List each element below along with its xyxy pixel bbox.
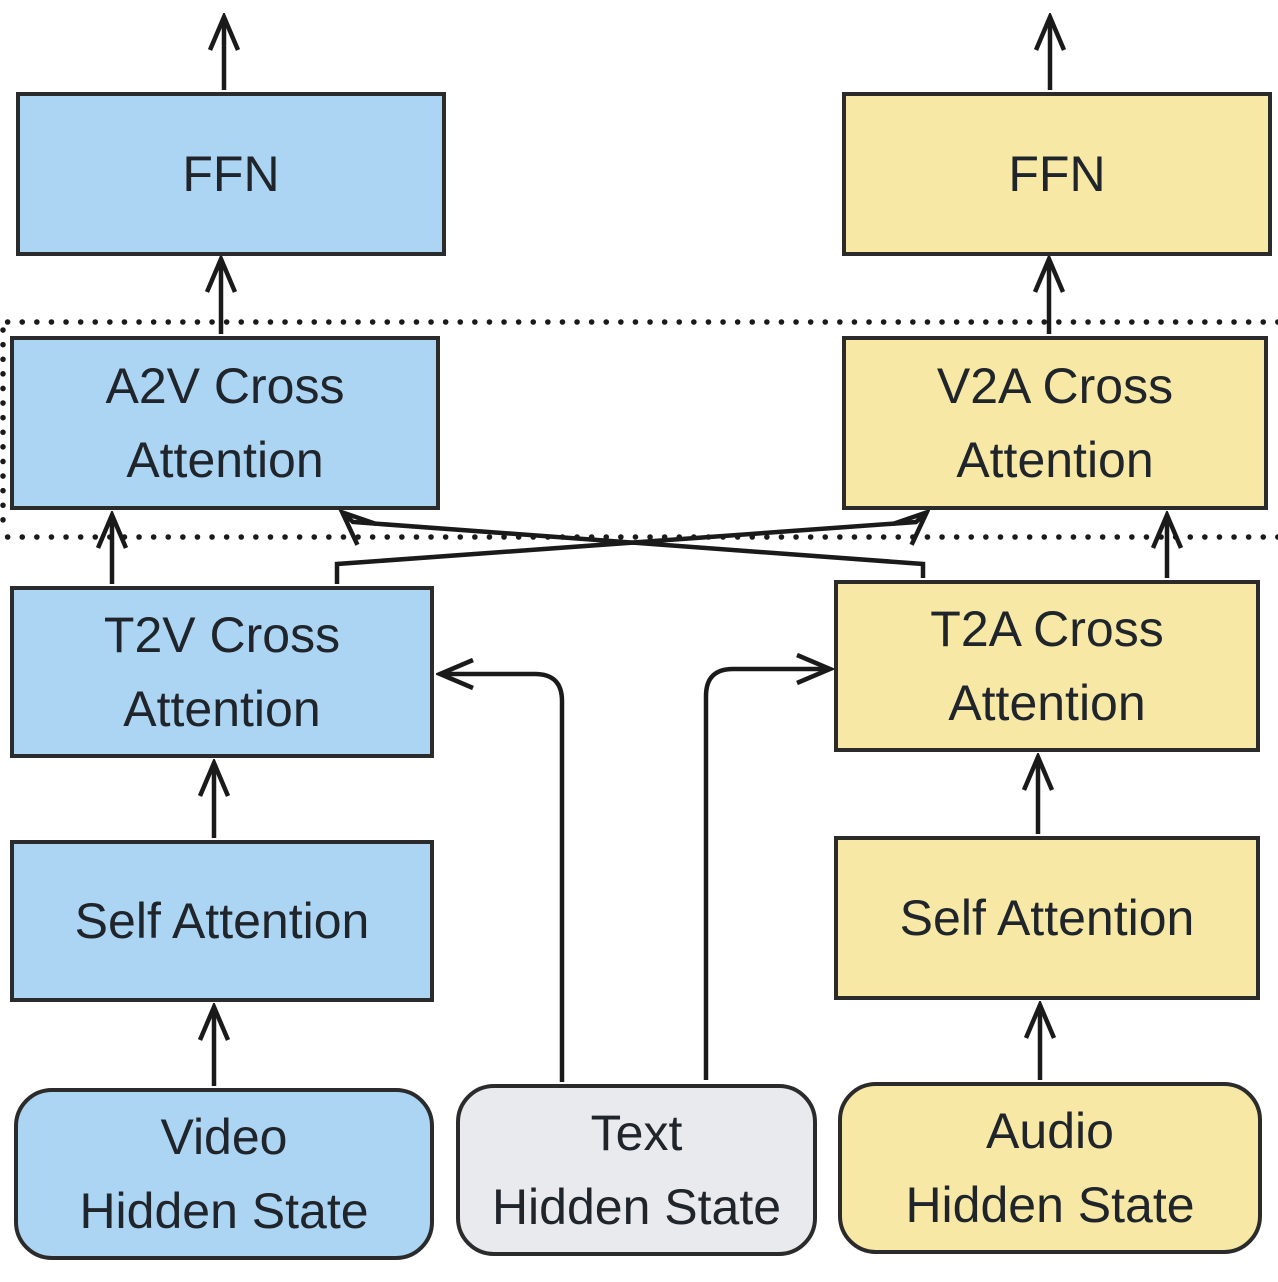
audio-ffn-box: FFN <box>842 92 1272 256</box>
arrow-t2v-to-v2a-cross <box>334 513 926 584</box>
t2a-cross-attention-box: T2A Cross Attention <box>834 580 1260 752</box>
video-self-attention-box: Self Attention <box>10 840 434 1002</box>
audio-self-attention-box: Self Attention <box>834 836 1260 1000</box>
arrow-text-to-t2a <box>703 669 829 1080</box>
t2v-cross-attention-box: T2V Cross Attention <box>10 586 434 758</box>
arrow-t2a-to-a2v-cross <box>343 513 926 578</box>
v2a-cross-attention-box: V2A Cross Attention <box>842 336 1268 510</box>
arrow-text-to-t2v <box>441 674 565 1082</box>
video-ffn-box: FFN <box>16 92 446 256</box>
video-hidden-state-box: Video Hidden State <box>14 1088 434 1260</box>
a2v-cross-attention-box: A2V Cross Attention <box>10 336 440 510</box>
audio-hidden-state-box: Audio Hidden State <box>838 1082 1262 1254</box>
text-hidden-state-box: Text Hidden State <box>456 1084 817 1256</box>
